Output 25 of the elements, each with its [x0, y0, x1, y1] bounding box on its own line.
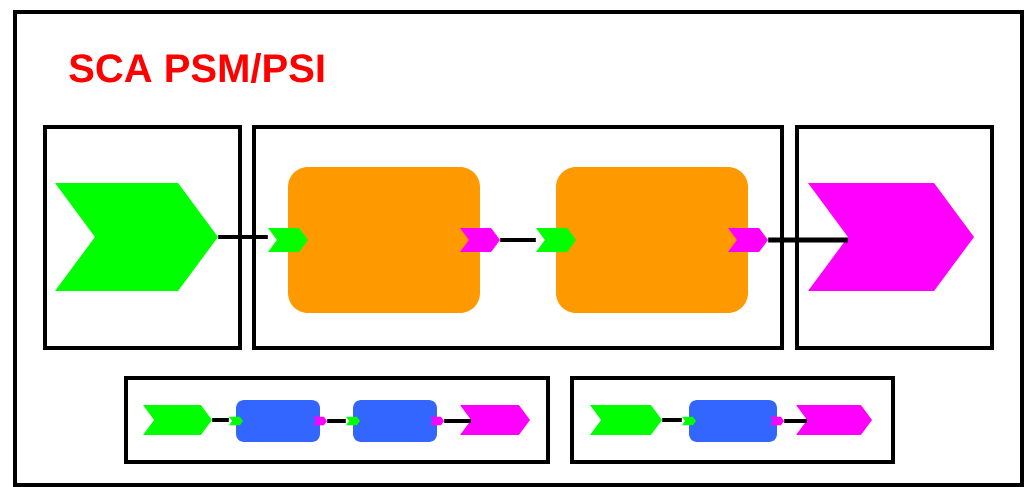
chevron-shape	[143, 405, 212, 435]
frame-box	[252, 125, 784, 350]
connector-line	[768, 237, 848, 243]
chevron-shape	[460, 405, 530, 435]
chevron-shape	[590, 405, 662, 435]
connector-line	[500, 238, 536, 242]
frame-box	[43, 125, 242, 350]
frame-box	[124, 376, 550, 464]
component-box	[682, 400, 784, 442]
component-box	[229, 400, 327, 442]
connector-line	[662, 418, 682, 422]
connector-line	[444, 419, 471, 423]
component-box	[268, 167, 500, 313]
component-box	[536, 167, 768, 313]
chevron-shape	[55, 183, 218, 291]
connector-line	[218, 235, 268, 239]
chevron-shape	[796, 405, 872, 435]
connector-line	[327, 419, 346, 423]
connector-line	[784, 419, 807, 423]
frame-box: SCA PSM/PSI	[13, 10, 1024, 487]
frame-box	[795, 125, 994, 350]
chevron-shape	[808, 183, 974, 291]
connector-line	[212, 418, 229, 422]
component-box	[346, 400, 444, 442]
frame-box	[570, 376, 895, 464]
